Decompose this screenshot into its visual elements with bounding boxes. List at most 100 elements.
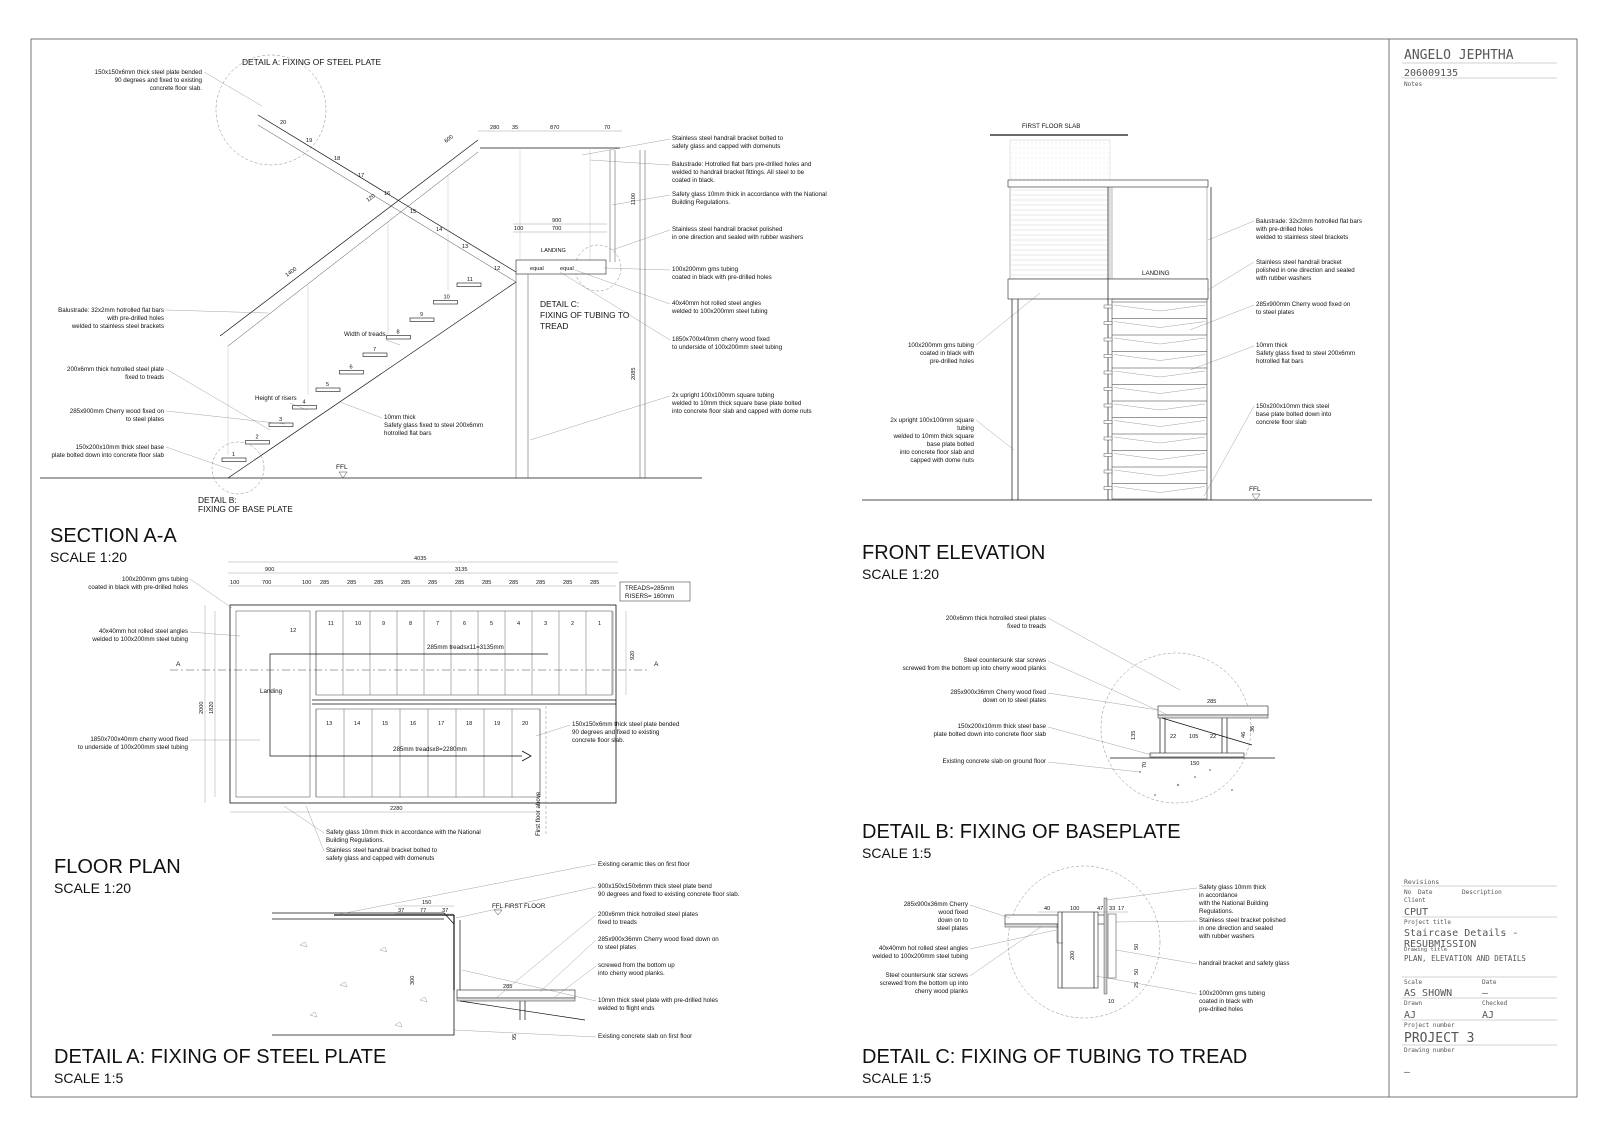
front-upper-glass-hatch bbox=[1011, 142, 1109, 179]
plan-a-left: A bbox=[176, 661, 181, 668]
note-balustrade-left-2: with pre-drilled holes bbox=[106, 315, 164, 322]
dim-35: 35 bbox=[512, 125, 518, 131]
front-upright-3: welded to 10mm thick square bbox=[893, 433, 975, 440]
db-dim-135: 135 bbox=[1131, 731, 1137, 740]
plan-bnt-2: 90 degrees and fixed to existing bbox=[572, 729, 660, 736]
section-tread-number: 4 bbox=[303, 400, 306, 406]
plan-ang-1: 40x40mm hot rolled steel angles bbox=[99, 628, 188, 635]
dc-dim-10: 10 bbox=[1108, 999, 1114, 1005]
da-n3-2: fixed to treads bbox=[598, 919, 637, 926]
section-scale: SCALE 1:20 bbox=[50, 549, 127, 565]
plan-dim-small: 100 bbox=[230, 580, 239, 586]
drawing-number-label: Drawing number bbox=[1404, 1047, 1455, 1054]
dc-dim-40: 40 bbox=[1044, 906, 1050, 912]
da-n6-2: welded to flight ends bbox=[597, 1005, 654, 1012]
plan-landing-label: Landing bbox=[260, 688, 283, 695]
detail-a-view: 150 37 77 37 285 300 95 FFL FIRST FLOOR … bbox=[54, 861, 740, 1086]
db-dim-22b: 22 bbox=[1210, 734, 1216, 740]
equal-right: equal bbox=[560, 266, 574, 272]
dc-r4-3: pre-drilled holes bbox=[1199, 1006, 1243, 1013]
plan-a-right: A bbox=[654, 661, 659, 668]
note-r2-1: Balustrade: Hotrolled flat bars pre-dril… bbox=[672, 161, 812, 168]
dc-l1-2: wood fixed bbox=[937, 909, 968, 916]
note-r7-2: to underside of 100x200mm steel tubing bbox=[672, 344, 783, 351]
note-r1-1: Stainless steel handrail bracket bolted … bbox=[672, 135, 784, 142]
detail-b-tag-1: DETAIL B: bbox=[198, 495, 237, 505]
db-n4-1: 150x200x10mm thick steel base bbox=[958, 723, 1047, 730]
date-label: Date bbox=[1482, 979, 1497, 986]
plan-tread-number: 16 bbox=[410, 721, 416, 727]
plan-tread-number: 9 bbox=[382, 621, 385, 627]
scale-value: AS SHOWN bbox=[1404, 988, 1452, 999]
detail-c-tag-3: TREAD bbox=[540, 321, 568, 331]
section-tread-number: 19 bbox=[306, 138, 312, 144]
scale-label: Scale bbox=[1404, 979, 1422, 986]
plan-scale: SCALE 1:20 bbox=[54, 880, 131, 896]
da-n7: Existing concrete slab on first floor bbox=[598, 1033, 692, 1040]
note-plate-treads-2: fixed to treads bbox=[125, 374, 164, 381]
front-upright-4: base plate bolted bbox=[927, 441, 975, 448]
plan-tread-number: 6 bbox=[463, 621, 466, 627]
da-n4-2: to steel plates bbox=[598, 944, 636, 951]
title-block: ANGELO JEPHTHA 206009135 Notes Revisions… bbox=[1402, 48, 1557, 1078]
db-dim-70: 70 bbox=[1142, 762, 1148, 768]
dc-r1-2: in accordance bbox=[1199, 892, 1238, 899]
note-plate-treads-1: 200x6mm thick hotrolled steel plate bbox=[67, 366, 165, 373]
plan-ssb-1: Stainless steel handrail bracket bolted … bbox=[326, 847, 438, 854]
plan-tub-2: coated in black with pre-drilled holes bbox=[88, 584, 188, 591]
detail-a-callout-circle bbox=[215, 54, 327, 166]
plan-tread-number: 7 bbox=[436, 621, 439, 627]
section-tread bbox=[456, 282, 482, 287]
plan-tread-number: 1 bbox=[598, 621, 601, 627]
dc-r2-1: Stainless steel bracket polished bbox=[1199, 917, 1286, 924]
section-tread-number: 10 bbox=[444, 295, 450, 301]
plan-tread-number: 8 bbox=[409, 621, 412, 627]
drawn-label: Drawn bbox=[1404, 1000, 1422, 1007]
da-dim-285: 285 bbox=[503, 984, 512, 990]
rev-no: No bbox=[1404, 889, 1412, 896]
plan-dim-small: 285 bbox=[563, 580, 572, 586]
note-r6-2: welded to 100x200mm steel tubing bbox=[671, 308, 768, 315]
dc-r2-3: with rubber washers bbox=[1198, 933, 1254, 940]
front-chr-1: 285x900mm Cherry wood fixed on bbox=[1256, 301, 1351, 308]
plan-dim-small: 285 bbox=[482, 580, 491, 586]
front-scale: SCALE 1:20 bbox=[862, 566, 939, 582]
first-floor-slab-label: FIRST FLOOR SLAB bbox=[1022, 123, 1080, 130]
dc-r1-1: Safety glass 10mm thick bbox=[1199, 884, 1267, 891]
note-r5-2: coated in black with pre-drilled holes bbox=[672, 274, 772, 281]
db-n1-2: fixed to treads bbox=[1007, 623, 1046, 630]
section-tread-number: 7 bbox=[373, 347, 376, 353]
section-tread bbox=[268, 422, 294, 427]
detail-c-title: DETAIL C: FIXING OF TUBING TO TREAD bbox=[862, 1046, 1247, 1068]
detail-b-title: DETAIL B: FIXING OF BASEPLATE bbox=[862, 821, 1181, 843]
da-n1: Existing ceramic tiles on first floor bbox=[598, 861, 690, 868]
section-tread bbox=[409, 317, 435, 322]
front-brk-2: polished in one direction and sealed bbox=[1256, 267, 1355, 274]
dim-1100: 1100 bbox=[631, 193, 637, 205]
note-plate-bent-2: 90 degrees and fixed to existing bbox=[115, 77, 203, 84]
front-chr-2: to steel plates bbox=[1256, 309, 1294, 316]
section-tread-number: 16 bbox=[384, 191, 390, 197]
db-dim-46: 46 bbox=[1241, 732, 1247, 738]
db-dim-105: 105 bbox=[1189, 734, 1198, 740]
front-bal-3: welded to stainless steel brackets bbox=[1255, 234, 1348, 241]
plan-tread-number: 11 bbox=[328, 621, 334, 627]
note-height-risers: Height of risers bbox=[255, 395, 297, 402]
plan-dim-small: 700 bbox=[262, 580, 271, 586]
dc-r2-2: in one direction and sealed bbox=[1199, 925, 1274, 932]
plan-dim-small: 285 bbox=[536, 580, 545, 586]
front-tubing-2: coated in black with bbox=[920, 350, 975, 357]
section-tread-number: 2 bbox=[256, 435, 259, 441]
db-n3-1: 285x900x36mm Cherry wood fixed bbox=[950, 689, 1046, 696]
dc-l1-3: down on to bbox=[938, 917, 969, 924]
note-r2-3: coated in black. bbox=[672, 177, 715, 184]
student-number: 206009135 bbox=[1404, 68, 1458, 79]
da-n5-2: into cherry wood planks. bbox=[598, 970, 665, 977]
dim-280: 280 bbox=[490, 125, 499, 131]
section-tread bbox=[386, 335, 411, 340]
plan-dim-3135: 3135 bbox=[455, 567, 467, 573]
dc-r1-3: with the National Building bbox=[1198, 900, 1269, 907]
db-dim-36: 36 bbox=[1250, 726, 1256, 732]
